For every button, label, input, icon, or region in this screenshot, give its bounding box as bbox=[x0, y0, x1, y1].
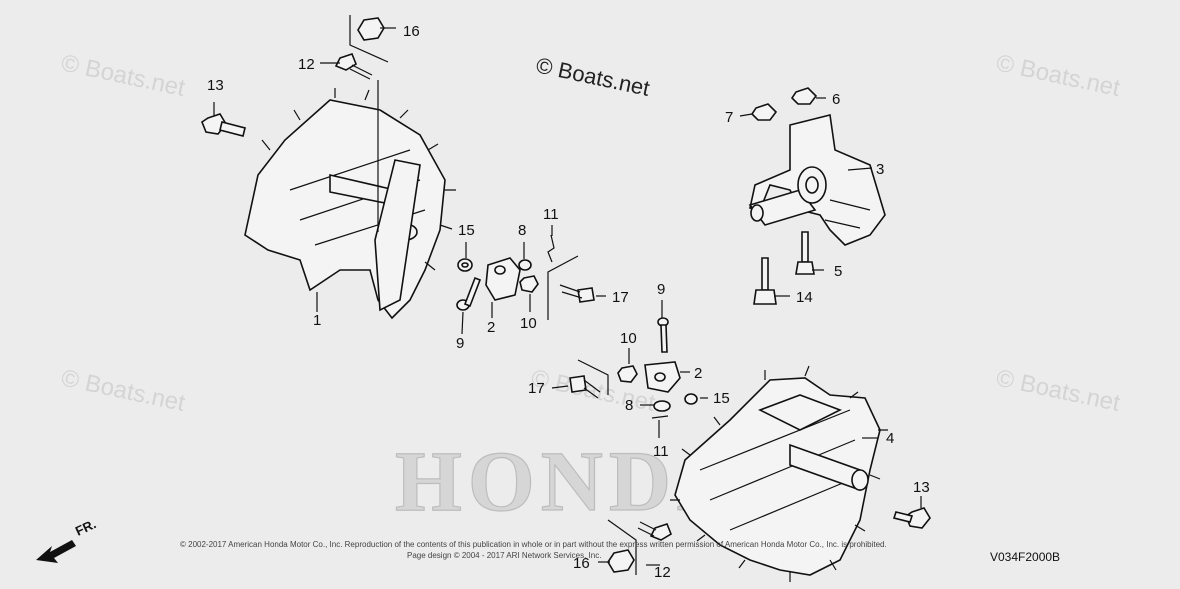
gear-case-part bbox=[748, 114, 886, 246]
diagram-code: V034F2000B bbox=[990, 550, 1060, 564]
bolt-12-bottom bbox=[637, 521, 672, 541]
clip-11-top bbox=[547, 234, 555, 263]
leader-lines bbox=[213, 15, 922, 575]
front-arrow-icon: FR. bbox=[36, 516, 98, 563]
bolt-12-top bbox=[334, 53, 373, 80]
nut-10-bottom bbox=[617, 365, 638, 383]
auger-left-part bbox=[244, 88, 456, 320]
callout-14: 14 bbox=[796, 289, 813, 306]
front-indicator-label: FR. bbox=[73, 516, 98, 538]
callout-5: 5 bbox=[834, 263, 842, 280]
nut-10-top bbox=[519, 275, 539, 293]
bolt-17-top bbox=[559, 284, 595, 303]
nut-16-top bbox=[357, 17, 385, 41]
nut-6 bbox=[790, 87, 818, 105]
washer-15-bottom bbox=[684, 393, 698, 405]
nut-7 bbox=[750, 103, 778, 121]
callout-1: 1 bbox=[313, 312, 321, 329]
copyright-line-2: Page design © 2004 - 2017 ARI Network Se… bbox=[407, 551, 601, 560]
watermark-top-right: © Boats.net bbox=[994, 49, 1123, 102]
callout-12-bottom: 12 bbox=[654, 564, 671, 581]
callout-2-bottom: 2 bbox=[694, 365, 702, 382]
nut-16-bottom bbox=[607, 549, 635, 573]
washer-8-top bbox=[518, 259, 532, 271]
callout-3: 3 bbox=[876, 161, 884, 178]
bolt-17-bottom bbox=[569, 375, 601, 399]
callout-11-top: 11 bbox=[543, 206, 559, 223]
clip-11-bottom bbox=[651, 415, 669, 419]
callout-15-top: 15 bbox=[458, 222, 475, 239]
auger-right-part bbox=[670, 365, 888, 582]
watermark-bottom-left: © Boats.net bbox=[59, 364, 188, 417]
callout-8-top: 8 bbox=[518, 222, 526, 239]
callout-7: 7 bbox=[725, 109, 733, 126]
bolt-13-right bbox=[892, 507, 931, 529]
callout-labels: 16 12 13 1 15 8 11 9 2 10 17 9 10 2 8 15… bbox=[207, 23, 930, 581]
callout-10-bottom: 10 bbox=[620, 330, 637, 347]
callout-12-top: 12 bbox=[298, 56, 315, 73]
hardware-parts bbox=[201, 17, 931, 573]
pin-9-bottom bbox=[657, 317, 669, 353]
callout-15-bottom: 15 bbox=[713, 390, 730, 407]
bolt-13-left bbox=[201, 113, 246, 137]
callout-13-left: 13 bbox=[207, 77, 224, 94]
callout-9-bottom: 9 bbox=[657, 281, 665, 298]
watermark-center: © Boats.net bbox=[529, 364, 658, 417]
callout-17-top: 17 bbox=[612, 289, 629, 306]
watermark-bottom-right: © Boats.net bbox=[994, 364, 1123, 417]
callout-16-bottom: 16 bbox=[573, 555, 590, 572]
bolt-14 bbox=[753, 257, 777, 305]
bolt-5 bbox=[795, 231, 815, 275]
watermark-main: © Boats.net bbox=[534, 52, 652, 100]
callout-10-top: 10 bbox=[520, 315, 537, 332]
callout-8-bottom: 8 bbox=[625, 397, 633, 414]
callout-17-bottom: 17 bbox=[528, 380, 545, 397]
copyright-line-1: © 2002-2017 American Honda Motor Co., In… bbox=[180, 540, 887, 549]
callout-11-bottom: 11 bbox=[653, 443, 669, 460]
pin-9-top bbox=[456, 276, 482, 311]
callout-4: 4 bbox=[886, 430, 894, 447]
watermark-top-left: © Boats.net bbox=[59, 49, 188, 102]
callout-16-top: 16 bbox=[403, 23, 420, 40]
callout-2-top: 2 bbox=[487, 319, 495, 336]
callout-9-top: 9 bbox=[456, 335, 464, 352]
callout-13-right: 13 bbox=[913, 479, 930, 496]
washer-8-bottom bbox=[653, 400, 671, 412]
callout-6: 6 bbox=[832, 91, 840, 108]
bracket-2-top bbox=[485, 257, 521, 301]
